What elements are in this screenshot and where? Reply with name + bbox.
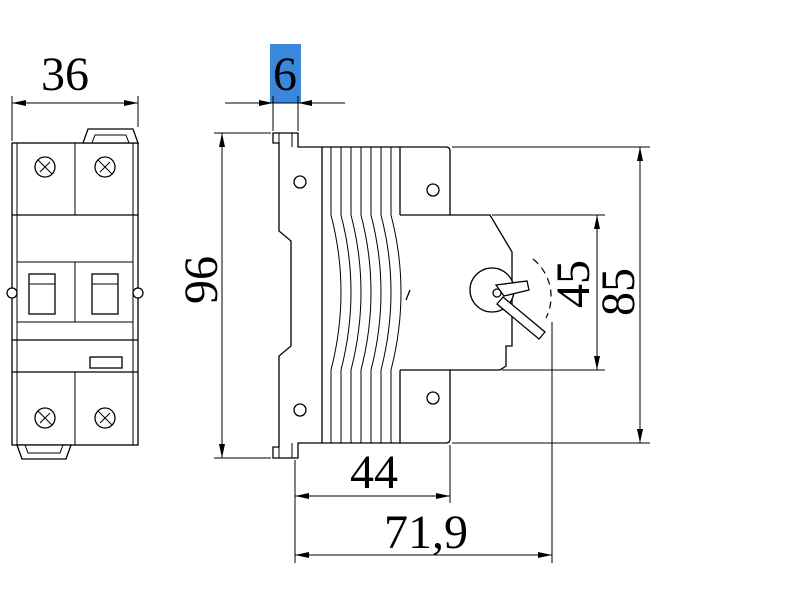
dim-45-label: 45 [547, 260, 600, 308]
screw-slot-cross [39, 412, 51, 424]
dim-6-highlight [270, 44, 301, 103]
front-bottom-din-clip-inner [24, 444, 64, 454]
dim-85-label: 85 [592, 268, 645, 316]
front-toggle-left [28, 273, 56, 315]
side-housing-outline [272, 132, 513, 459]
dim-6-label: 6 [273, 48, 297, 101]
screw-slot-cross [39, 161, 51, 173]
dimensions: 36 6 96 45 85 44 71,9 [11, 44, 650, 563]
side-hole-bottom-left [293, 403, 307, 417]
front-top-din-clip-inner [91, 134, 130, 144]
side-rib [370, 147, 382, 443]
front-toggle-right [91, 273, 119, 315]
side-hole-top-left [293, 175, 307, 189]
side-rib [380, 147, 392, 443]
front-label-window [89, 356, 123, 369]
side-handle-pin [492, 288, 502, 298]
side-view [272, 132, 552, 459]
front-bottom-din-clip [16, 444, 72, 460]
side-hole-top-right [426, 183, 440, 197]
side-rib [390, 147, 402, 443]
dim-96-label: 96 [175, 256, 228, 304]
side-indicator-mark [405, 289, 411, 301]
screw-slot-cross [99, 161, 111, 173]
dim-36-label: 36 [41, 48, 89, 101]
side-bottom-clip-notch [278, 443, 293, 458]
side-hole-bottom-right [426, 391, 440, 405]
terminal-screw-top-right [94, 156, 116, 178]
terminal-screw-top-left [34, 156, 56, 178]
side-top-clip-notch [278, 133, 293, 147]
front-top-din-clip [82, 128, 139, 144]
dim-44-label: 44 [350, 446, 398, 499]
side-rib [330, 147, 342, 443]
terminal-screw-bottom-left [34, 407, 56, 429]
front-side-notch-left [6, 287, 18, 299]
screw-slot-cross [99, 412, 111, 424]
front-side-notch-right [132, 287, 144, 299]
dim-71-9-label: 71,9 [384, 506, 468, 559]
side-rib [360, 147, 372, 443]
side-rib [350, 147, 362, 443]
side-rib [340, 147, 352, 443]
terminal-screw-bottom-right [94, 407, 116, 429]
side-handle-lever [496, 296, 546, 340]
front-view [6, 128, 144, 460]
